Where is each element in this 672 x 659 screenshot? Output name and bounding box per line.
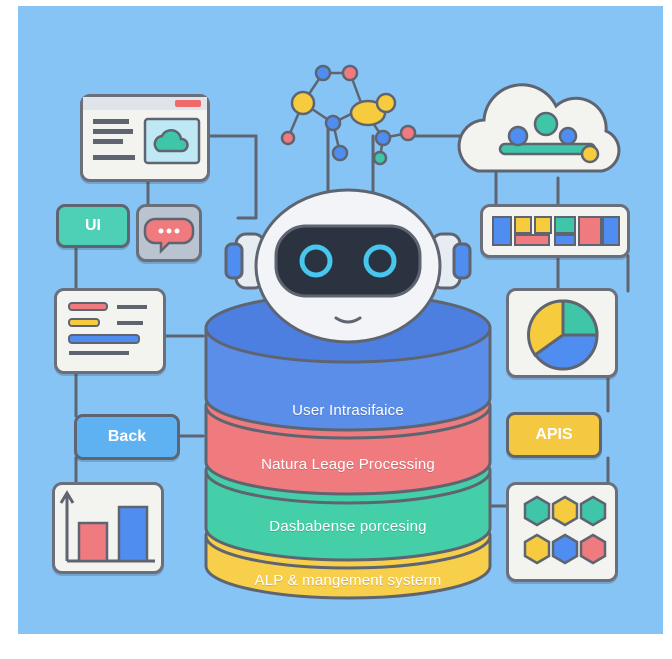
diagram-canvas: UI [18,6,663,634]
apis-node: APIS [506,412,602,458]
hexagon-grid-node [506,482,618,582]
hexagon-grid-icon [523,495,607,565]
pie-chart-icon [527,299,599,371]
layer-label-language-processing: Natura Leage Processing [261,456,435,473]
pie-chart-node [506,288,618,378]
layer-label-database-processing: Dasbabense porcesing [269,518,427,535]
layer-label-user-interface: User Intrasifaice [292,402,404,419]
layer-label-management-system: ALP & mangement systerm [254,572,442,589]
apis-label: APIS [535,426,573,443]
robot-head-icon [224,188,472,344]
chat-node [136,204,202,262]
document-node [54,288,166,374]
back-node: Back [74,414,180,460]
browser-window-icon [83,97,207,165]
chat-bubble-icon [143,217,195,255]
molecule-network-icon [280,64,417,166]
bar-chart-node [52,482,164,574]
ui-node: UI [56,204,130,248]
document-icon [68,302,147,355]
dashboard-node [480,204,630,258]
cloud-network-icon [457,83,621,173]
browser-window-node [80,94,210,182]
dashboard-blocks-icon [492,216,620,246]
ui-label: UI [85,217,101,234]
bar-chart-icon [59,490,155,563]
back-label: Back [107,428,147,445]
layer-labels: User Intrasifaice Natura Leage Processin… [198,266,498,626]
